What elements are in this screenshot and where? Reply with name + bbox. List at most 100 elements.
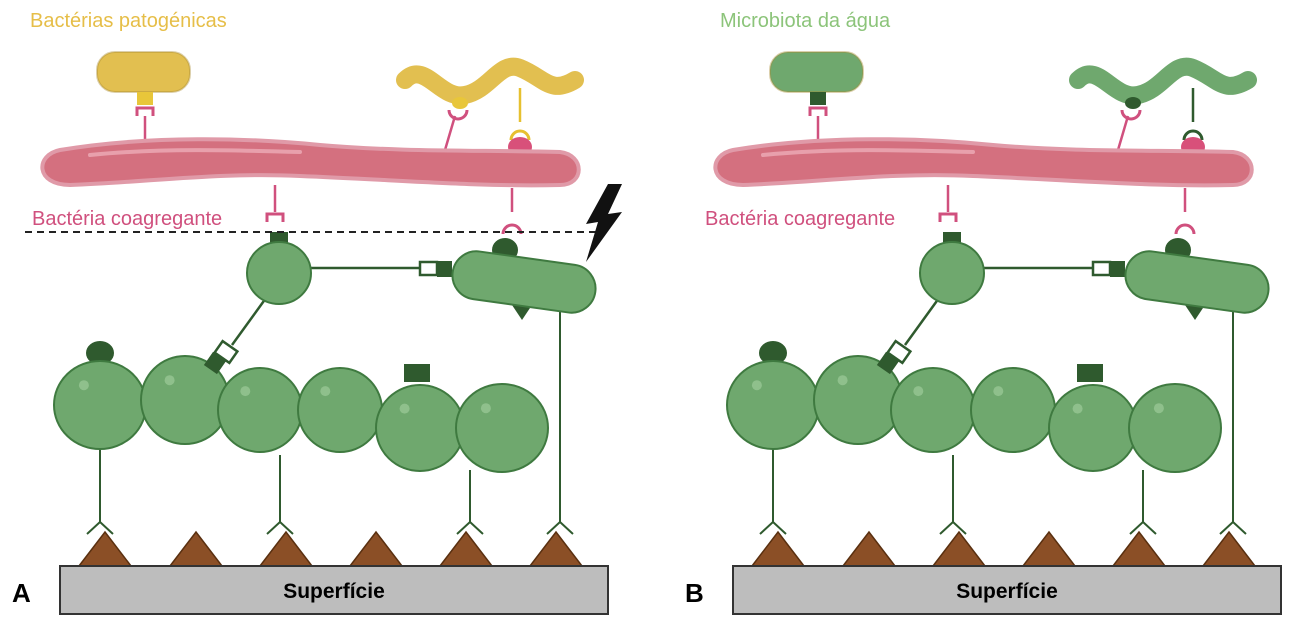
adhesin-block [1110, 261, 1125, 277]
coccus-cell [53, 360, 147, 450]
surface-receptor-triangle [1021, 530, 1077, 567]
coccus-cell [890, 367, 976, 453]
cell-highlight [837, 375, 848, 386]
panel-a-letter: A [12, 578, 31, 608]
cell-highlight [913, 386, 924, 397]
surface-receptor-triangle [1201, 530, 1257, 567]
cell-highlight [164, 375, 175, 386]
surface-receptor-triangle [438, 530, 494, 567]
surface-bar [732, 565, 1282, 615]
spirochete-bacterium [396, 57, 584, 105]
bracket-receptor [938, 212, 958, 222]
rod-highlight [761, 148, 975, 157]
panel-b-coaggregant-label: Bactéria coagregante [705, 208, 895, 230]
coccus-cell [455, 383, 549, 473]
coaggregant-rod-bacterium [40, 137, 581, 188]
receptor-stem [1116, 115, 1130, 151]
panel-b: Microbiota da água Bactéria coagregante … [685, 10, 1282, 615]
surface-receptor-triangle [77, 530, 133, 567]
cup-receptor [1182, 129, 1204, 141]
y-receptor-icon [939, 510, 967, 535]
open-receptor [212, 339, 240, 365]
lightning-icon [586, 184, 622, 262]
coccus-cell [246, 241, 312, 305]
coccus-cell [919, 241, 985, 305]
surface-receptor-triangle [348, 530, 404, 567]
surface-receptor-triangle [750, 530, 806, 567]
bracket-receptor [135, 106, 155, 116]
panel-drawing [25, 51, 622, 615]
coaggregation-link [903, 297, 941, 346]
y-receptor-icon [266, 510, 294, 535]
coaggregant-rod-bacterium [713, 137, 1254, 188]
panel-b-surface-label: Superfície [956, 580, 1058, 603]
receptor-stem [443, 115, 457, 151]
surface-receptor-triangle [841, 530, 897, 567]
rod-bacterium [96, 51, 191, 93]
adhesin-block [876, 351, 900, 375]
coccus-cell [297, 367, 383, 453]
panel-a: Bactérias patogénicas Bactéria coagregan… [12, 10, 622, 615]
cell-highlight [320, 386, 331, 397]
adhesin-bump [452, 97, 468, 109]
cell-highlight [1153, 403, 1164, 414]
cell-highlight [399, 403, 410, 414]
adhesin-bump [759, 341, 787, 365]
coccus-cell [970, 367, 1056, 453]
adhesin-block [203, 351, 227, 375]
cup-receptor [1120, 109, 1142, 121]
surface-bar [59, 565, 609, 615]
coccus-cell [375, 384, 465, 472]
y-receptor-icon [456, 510, 484, 535]
panel-a-surface-label: Superfície [283, 580, 385, 603]
panel-a-coaggregant-label: Bactéria coagregante [32, 208, 222, 230]
open-receptor [418, 260, 439, 277]
cup-receptor [447, 109, 469, 121]
adhesin-bump [86, 341, 114, 365]
adhesin-block [404, 364, 430, 382]
coaggregation-link [230, 297, 268, 346]
adhesin-block [437, 261, 452, 277]
adhesin-block [1077, 364, 1103, 382]
cup-receptor [509, 129, 531, 141]
y-receptor-icon [759, 510, 787, 535]
open-receptor [885, 339, 913, 365]
surface-receptor-triangle [931, 530, 987, 567]
cell-highlight [751, 380, 762, 391]
cell-highlight [78, 380, 89, 391]
rod-cell [1124, 250, 1270, 314]
cell-highlight [1072, 403, 1083, 414]
surface-receptor-triangle [1111, 530, 1167, 567]
open-receptor [1091, 260, 1112, 277]
coccus-cell [217, 367, 303, 453]
rod-highlight [88, 148, 302, 157]
cup-receptor [1174, 223, 1196, 235]
panel-b-title: Microbiota da água [720, 10, 891, 32]
y-receptor-icon [1129, 510, 1157, 535]
adhesin-bump [1125, 97, 1141, 109]
adhesin-triangle [1185, 305, 1205, 320]
adhesin-block [137, 92, 153, 105]
spirochete-bacterium [1069, 57, 1257, 105]
coccus-cell [1048, 384, 1138, 472]
surface-receptor-triangle [528, 530, 584, 567]
cup-receptor [501, 223, 523, 235]
panel-drawing [713, 51, 1282, 615]
panel-a-title: Bactérias patogénicas [30, 10, 227, 32]
y-receptor-icon [1219, 510, 1247, 535]
panel-b-letter: B [685, 578, 704, 608]
surface-receptor-triangle [168, 530, 224, 567]
y-receptor-icon [86, 510, 114, 535]
surface-receptor-triangle [258, 530, 314, 567]
rod-bacterium [769, 51, 864, 93]
cell-highlight [480, 403, 491, 414]
adhesin-triangle [512, 305, 532, 320]
coccus-cell [726, 360, 820, 450]
y-receptor-icon [546, 510, 574, 535]
rod-cell [451, 250, 597, 314]
bracket-receptor [808, 106, 828, 116]
cell-highlight [993, 386, 1004, 397]
bracket-receptor [265, 212, 285, 222]
coccus-cell [1128, 383, 1222, 473]
